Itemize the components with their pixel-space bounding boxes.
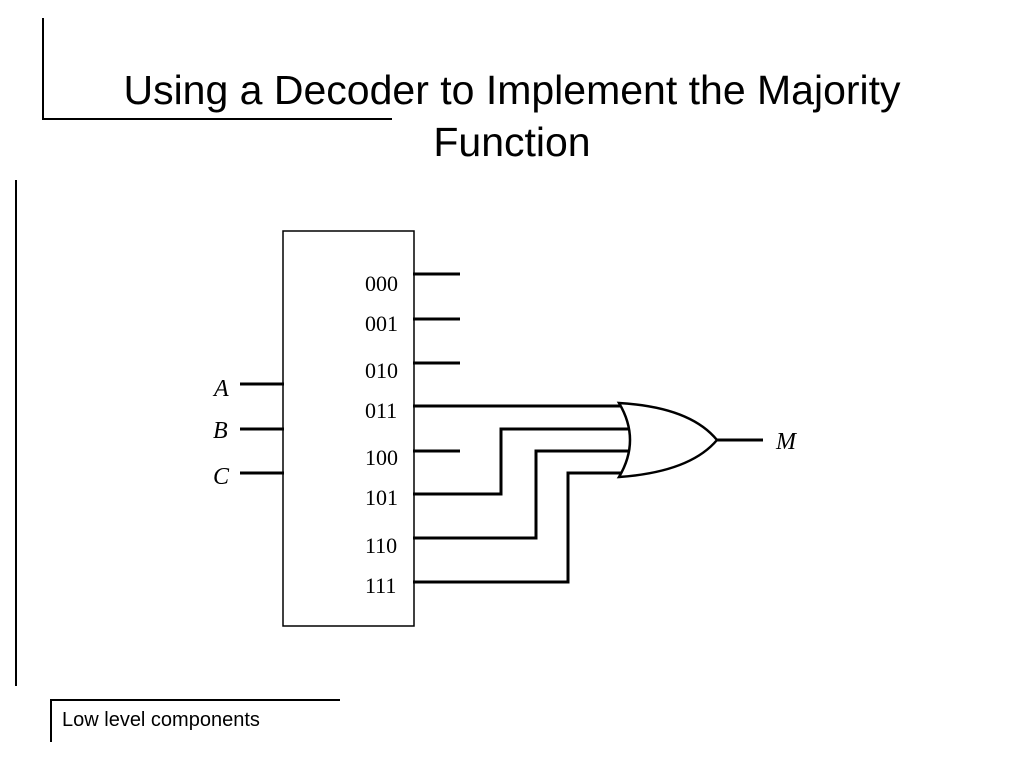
output-label-001: 001 <box>365 311 398 336</box>
title-frame-vertical <box>42 18 44 118</box>
input-label-a: A <box>212 376 229 402</box>
wire-110-to-or <box>413 449 630 540</box>
slide-footer: Low level components <box>62 709 260 731</box>
slide-title: Using a Decoder to Implement the Majorit… <box>0 64 1024 168</box>
output-label-110: 110 <box>365 533 397 558</box>
output-label-011: 011 <box>365 398 397 423</box>
or-gate <box>616 401 719 479</box>
output-label-111: 111 <box>365 573 396 598</box>
wire-101-to-or <box>413 427 630 496</box>
output-label-100: 100 <box>365 445 398 470</box>
output-label-m: M <box>775 429 798 455</box>
title-frame-horizontal <box>42 118 392 120</box>
output-label-000: 000 <box>365 271 398 296</box>
output-label-010: 010 <box>365 358 398 383</box>
output-label-101: 101 <box>365 485 398 510</box>
slide-title-line-1: Using a Decoder to Implement the Majorit… <box>123 67 901 113</box>
footer-frame-vertical <box>50 700 52 742</box>
input-label-b: B <box>213 418 228 444</box>
wire-111-to-or <box>413 471 625 584</box>
footer-frame-horizontal <box>50 699 340 701</box>
slide-title-line-2: Function <box>433 119 591 165</box>
body-frame-vertical <box>15 180 17 686</box>
input-label-c: C <box>213 464 230 490</box>
